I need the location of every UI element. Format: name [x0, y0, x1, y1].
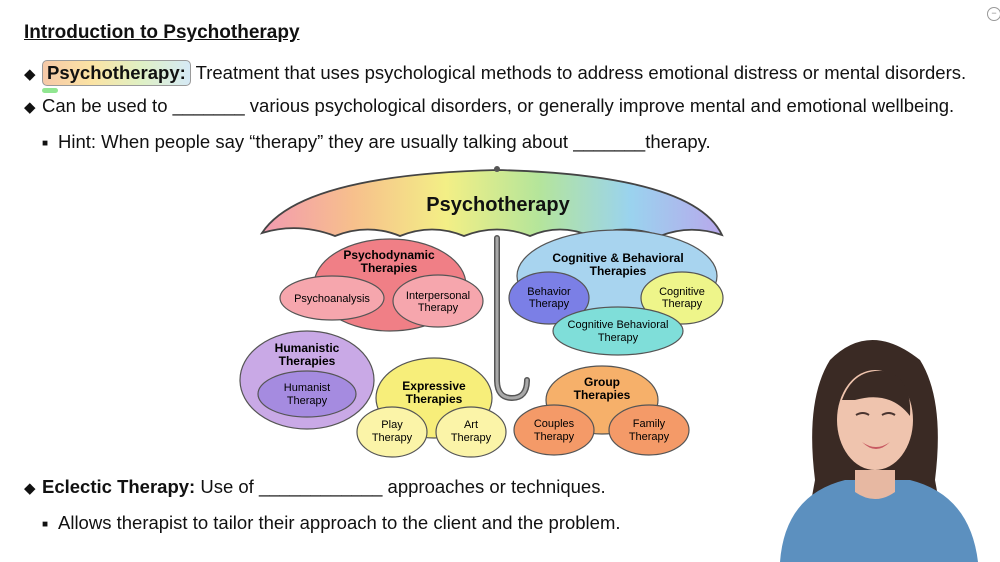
- sub-bullet-tailor: ■ Allows therapist to tailor their approa…: [42, 512, 621, 534]
- family-therapy-label: Family: [633, 418, 666, 430]
- cognitive-behavioral-title: Cognitive & Behavioral: [552, 251, 683, 265]
- presenter-video: [780, 340, 978, 562]
- expressive-title: Expressive: [402, 379, 466, 393]
- humanist-therapy-label: Humanist: [284, 382, 330, 394]
- tailor-text: Allows therapist to tailor their approac…: [58, 512, 621, 533]
- humanistic-title-2: Therapies: [279, 354, 336, 368]
- bullet-eclectic: ◆ Eclectic Therapy: Use of ____________ a…: [24, 476, 606, 498]
- humanistic-title: Humanistic: [275, 341, 340, 355]
- psychoanalysis-label: Psychoanalysis: [294, 293, 370, 305]
- interpersonal-label-2: Therapy: [418, 302, 459, 314]
- cognitive-therapy-label: Cognitive: [659, 286, 705, 298]
- play-therapy-bubble: [356, 406, 428, 458]
- psychodynamic-title: Psychodynamic: [343, 248, 435, 262]
- art-therapy-label-2: Therapy: [451, 432, 492, 444]
- group-therapies-title-2: Therapies: [574, 388, 631, 402]
- play-therapy-label: Play: [381, 419, 403, 431]
- square-bullet-icon: ■: [42, 519, 49, 530]
- uses-text: Can be used to _______ various psycholog…: [42, 95, 955, 116]
- diamond-bullet-icon: ◆: [24, 66, 36, 83]
- psychodynamic-title-2: Therapies: [361, 261, 418, 275]
- art-therapy-label: Art: [464, 419, 478, 431]
- family-therapy-label-2: Therapy: [629, 431, 670, 443]
- couples-therapy-label: Couples: [534, 418, 575, 430]
- bullet-uses: ◆ Can be used to _______ various psycholo…: [24, 95, 954, 117]
- expressive-title-2: Therapies: [406, 392, 463, 406]
- square-bullet-icon: ■: [42, 138, 49, 149]
- interpersonal-label: Interpersonal: [406, 290, 470, 302]
- cognitive-behavioral-title-2: Therapies: [590, 264, 647, 278]
- umbrella-label: Psychotherapy: [426, 194, 570, 216]
- highlighter-mark: [42, 88, 58, 93]
- behavior-therapy-label: Behavior: [527, 286, 571, 298]
- eclectic-text: Use of ____________ approaches or techni…: [195, 476, 606, 497]
- psychoanalysis-bubble: [279, 275, 385, 321]
- term-eclectic: Eclectic Therapy:: [42, 476, 196, 497]
- humanist-therapy-bubble: [257, 370, 357, 418]
- cbt-bubble: [552, 306, 684, 356]
- humanist-therapy-label-2: Therapy: [287, 395, 328, 407]
- diamond-bullet-icon: ◆: [24, 480, 36, 497]
- hint-text: Hint: When people say “therapy” they are…: [58, 131, 711, 152]
- interpersonal-bubble: [392, 274, 484, 328]
- family-therapy-bubble: [608, 404, 690, 456]
- couples-therapy-label-2: Therapy: [534, 431, 575, 443]
- definition-text: Treatment that uses psychological method…: [190, 62, 967, 83]
- umbrella-tip: [494, 166, 500, 172]
- diamond-bullet-icon: ◆: [24, 99, 36, 116]
- art-therapy-bubble: [435, 406, 507, 458]
- behavior-therapy-label-2: Therapy: [529, 298, 570, 310]
- cbt-label-2: Therapy: [598, 332, 639, 344]
- cognitive-therapy-bubble: [640, 271, 724, 325]
- behavior-therapy-bubble: [508, 271, 590, 325]
- cognitive-therapy-label-2: Therapy: [662, 298, 703, 310]
- bullet-psychotherapy: ◆ Psychotherapy: Treatment that uses psyc…: [24, 60, 966, 86]
- sub-bullet-hint: ■ Hint: When people say “therapy” they ar…: [42, 131, 711, 153]
- minimize-icon[interactable]: −: [987, 7, 1000, 21]
- page-title: Introduction to Psychotherapy: [24, 22, 300, 43]
- cbt-label: Cognitive Behavioral: [568, 319, 669, 331]
- group-therapies-title: Group: [584, 375, 620, 389]
- term-psychotherapy: Psychotherapy:: [42, 60, 191, 86]
- play-therapy-label-2: Therapy: [372, 432, 413, 444]
- couples-therapy-bubble: [513, 404, 595, 456]
